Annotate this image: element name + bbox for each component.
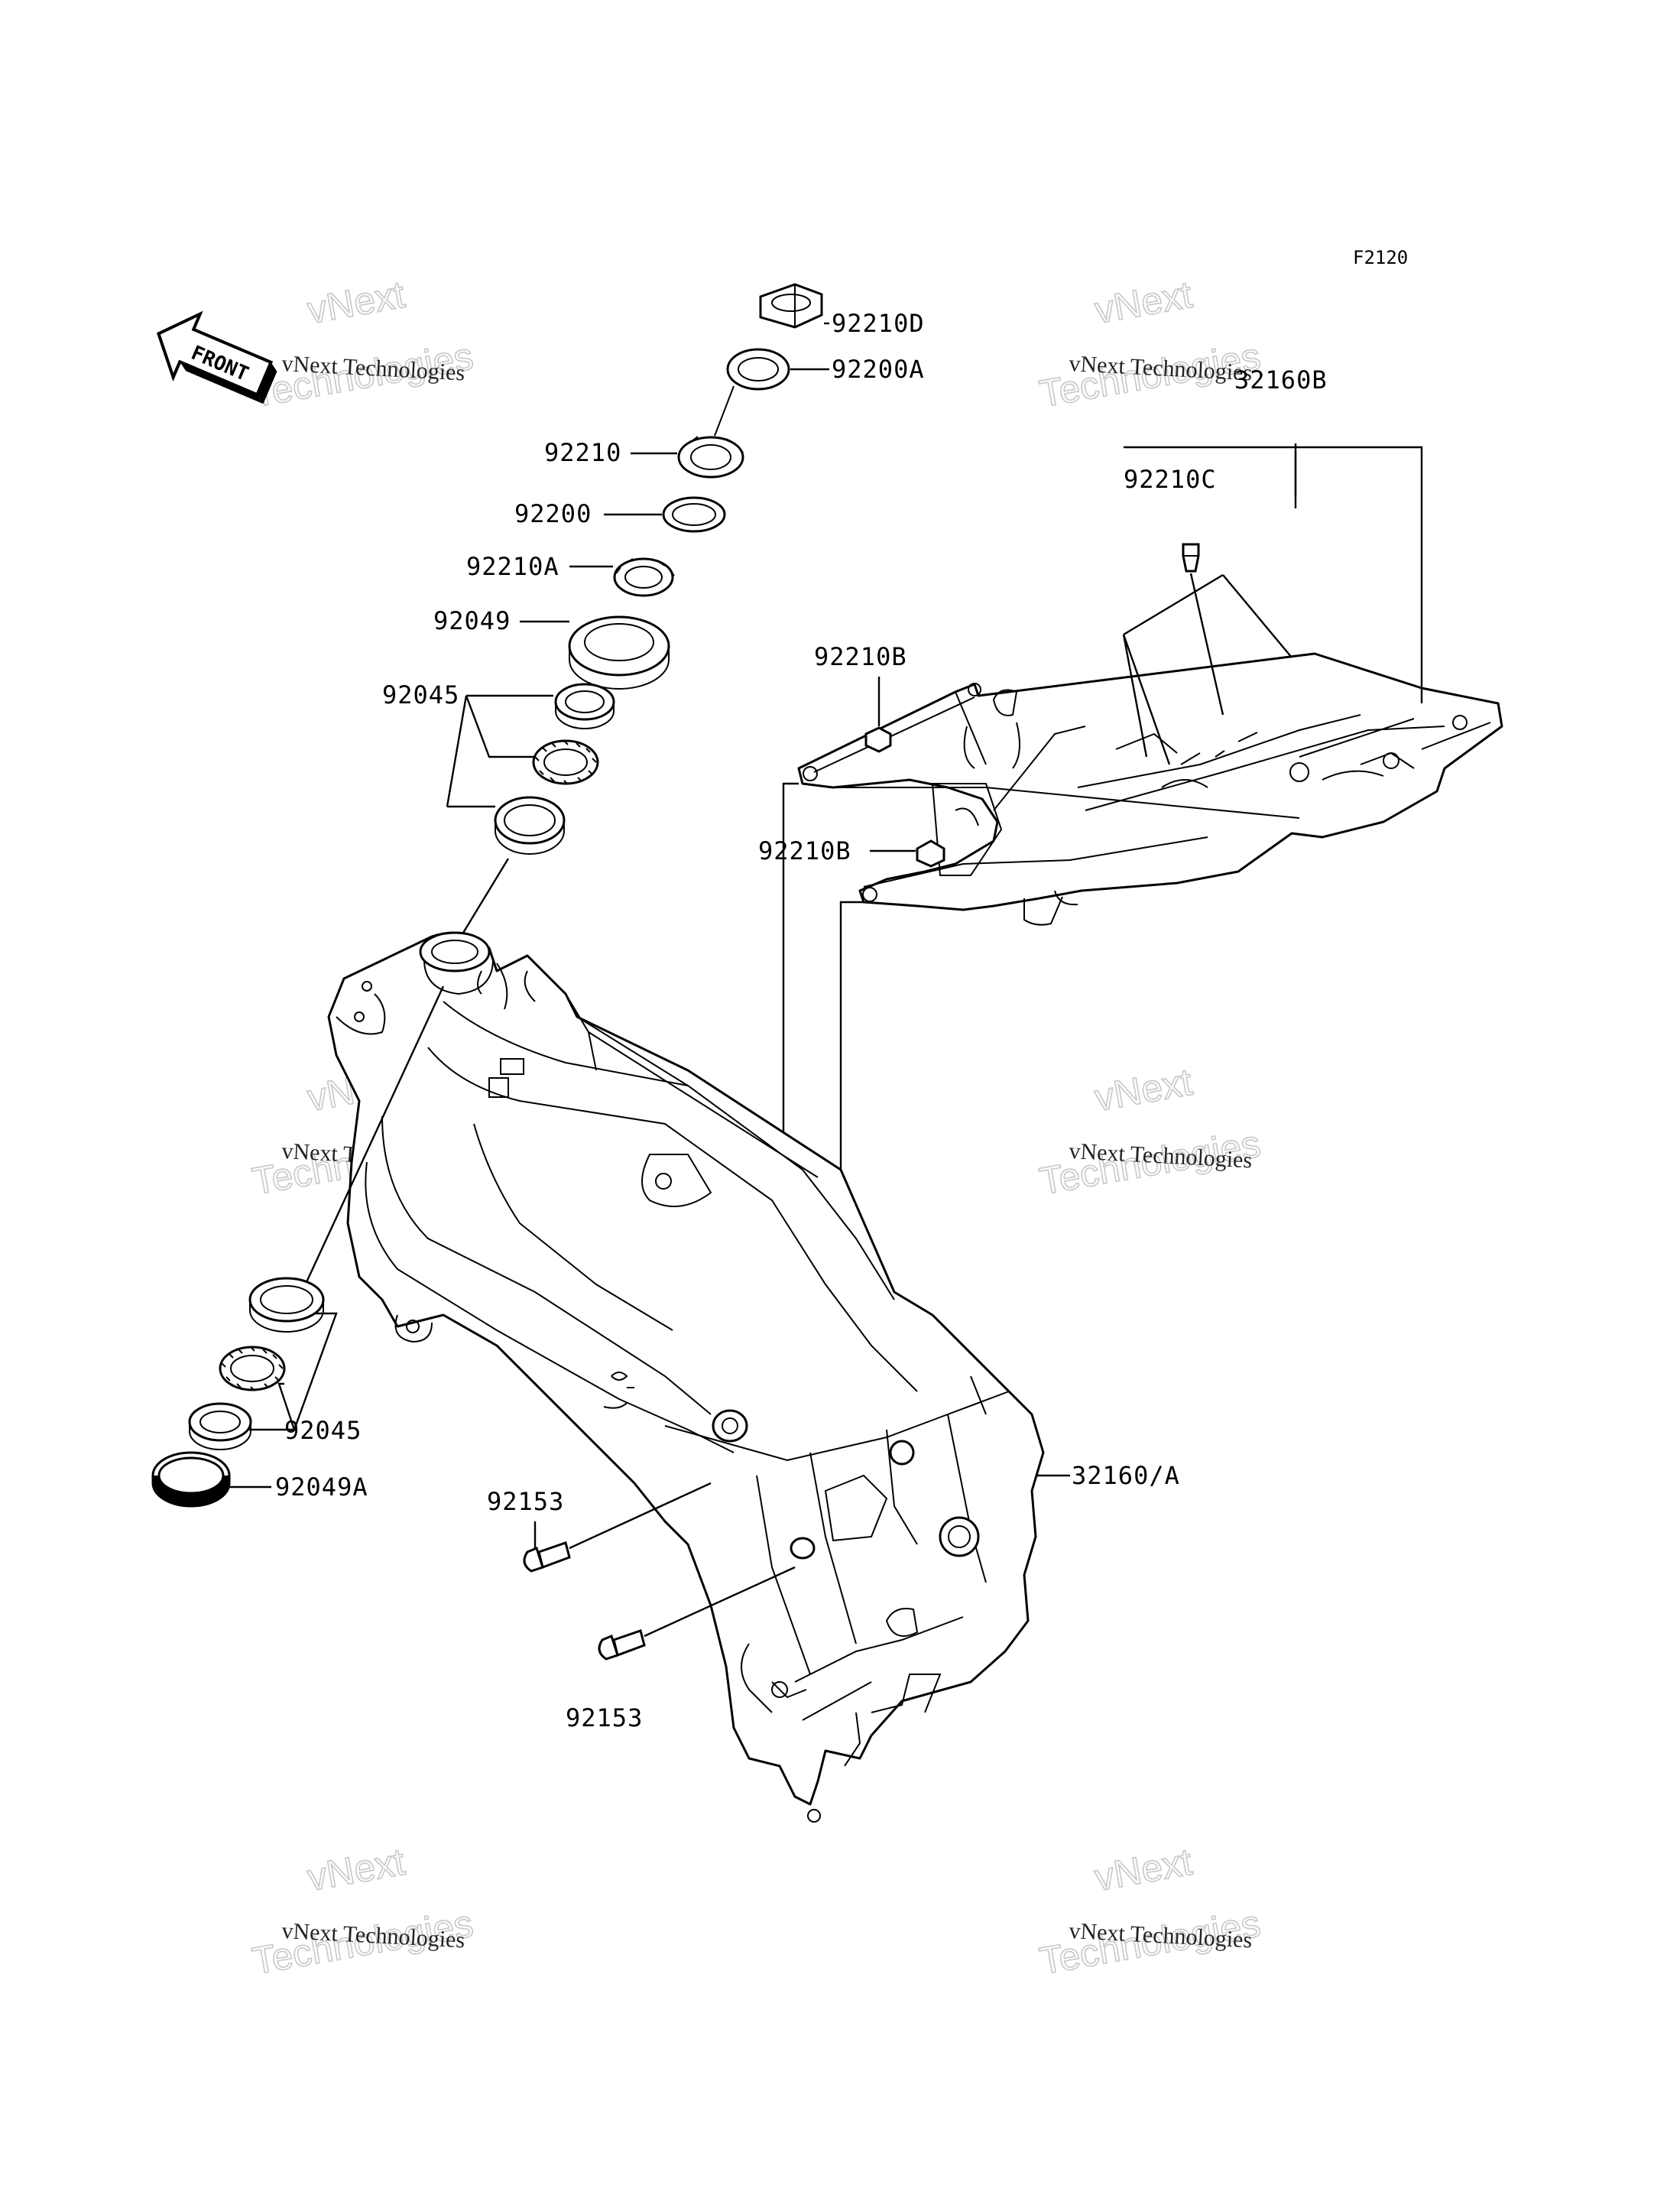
lower-seal <box>151 1451 231 1508</box>
lower-outer-race <box>248 1277 325 1333</box>
part-label[interactable]: 92049 <box>433 606 511 635</box>
stem-washer <box>726 348 790 391</box>
stem-locknut <box>677 385 744 479</box>
leader-bracket <box>249 1312 338 1431</box>
frame-bolt <box>523 1541 571 1573</box>
leader-line <box>457 858 510 941</box>
part-label[interactable]: 92153 <box>566 1703 643 1732</box>
lock-washer <box>662 496 726 533</box>
leader-line <box>569 1482 712 1550</box>
lower-inner-race <box>188 1402 252 1450</box>
subframe-bolt <box>1182 543 1200 573</box>
leader-line <box>644 1566 796 1638</box>
watermark: vNext Technologies vNext Technologies <box>1036 1060 1264 1203</box>
upper-bearing <box>532 739 599 785</box>
rear-subframe <box>797 652 1503 926</box>
main-frame <box>327 931 1045 1823</box>
watermark-top-text: vNext <box>1091 273 1195 332</box>
part-label[interactable]: 92045 <box>382 680 459 709</box>
leader-line <box>1122 573 1292 765</box>
lower-bearing <box>219 1346 286 1391</box>
part-label[interactable]: 92200 <box>514 499 592 528</box>
adjust-nut <box>613 557 675 597</box>
leader-bracket <box>1124 443 1423 703</box>
leader-bracket <box>446 694 553 808</box>
part-labels: 92210D 92200A 92210 92200 92210A 92049 9… <box>275 309 1328 1732</box>
watermark: vNext Technologies vNext Technologies <box>1036 272 1264 416</box>
part-label[interactable]: 92200A <box>832 355 925 384</box>
watermark-top-text: vNext <box>304 273 408 332</box>
part-label[interactable]: 92049A <box>275 1472 368 1502</box>
watermark: vNext Technologies vNext Technologies <box>248 1839 477 1983</box>
leader-line <box>300 985 445 1293</box>
part-label[interactable]: 92045 <box>284 1416 362 1445</box>
leader-line <box>1189 573 1224 716</box>
part-label[interactable]: 92210C <box>1124 465 1217 494</box>
watermark-top-text: vNext <box>304 1840 408 1899</box>
part-label[interactable]: 92210 <box>544 438 621 467</box>
watermark: vNext Technologies vNext Technologies <box>1036 1839 1264 1983</box>
part-label[interactable]: 32160B <box>1234 365 1328 394</box>
watermark-top-text: vNext <box>1091 1060 1195 1119</box>
subframe-nut <box>916 839 945 868</box>
watermark-top-text: vNext <box>1091 1840 1195 1899</box>
part-label[interactable]: 92153 <box>487 1487 564 1516</box>
stem-nut <box>759 283 823 329</box>
upper-outer-race <box>494 796 566 855</box>
upper-bearing-race <box>554 683 615 729</box>
front-arrow-icon: FRONT <box>156 310 277 404</box>
figure-id: F2120 <box>1353 247 1408 268</box>
frame-bolt <box>598 1629 646 1661</box>
part-label[interactable]: 92210B <box>758 836 851 865</box>
part-label[interactable]: 92210D <box>832 309 925 338</box>
part-label[interactable]: 92210A <box>466 552 559 581</box>
subframe-nut <box>864 726 892 753</box>
watermark: vNext Technologies vNext Technologies <box>248 272 477 416</box>
part-label[interactable]: 32160/A <box>1072 1461 1180 1490</box>
upper-seal <box>568 615 670 690</box>
part-label[interactable]: 92210B <box>814 642 907 671</box>
